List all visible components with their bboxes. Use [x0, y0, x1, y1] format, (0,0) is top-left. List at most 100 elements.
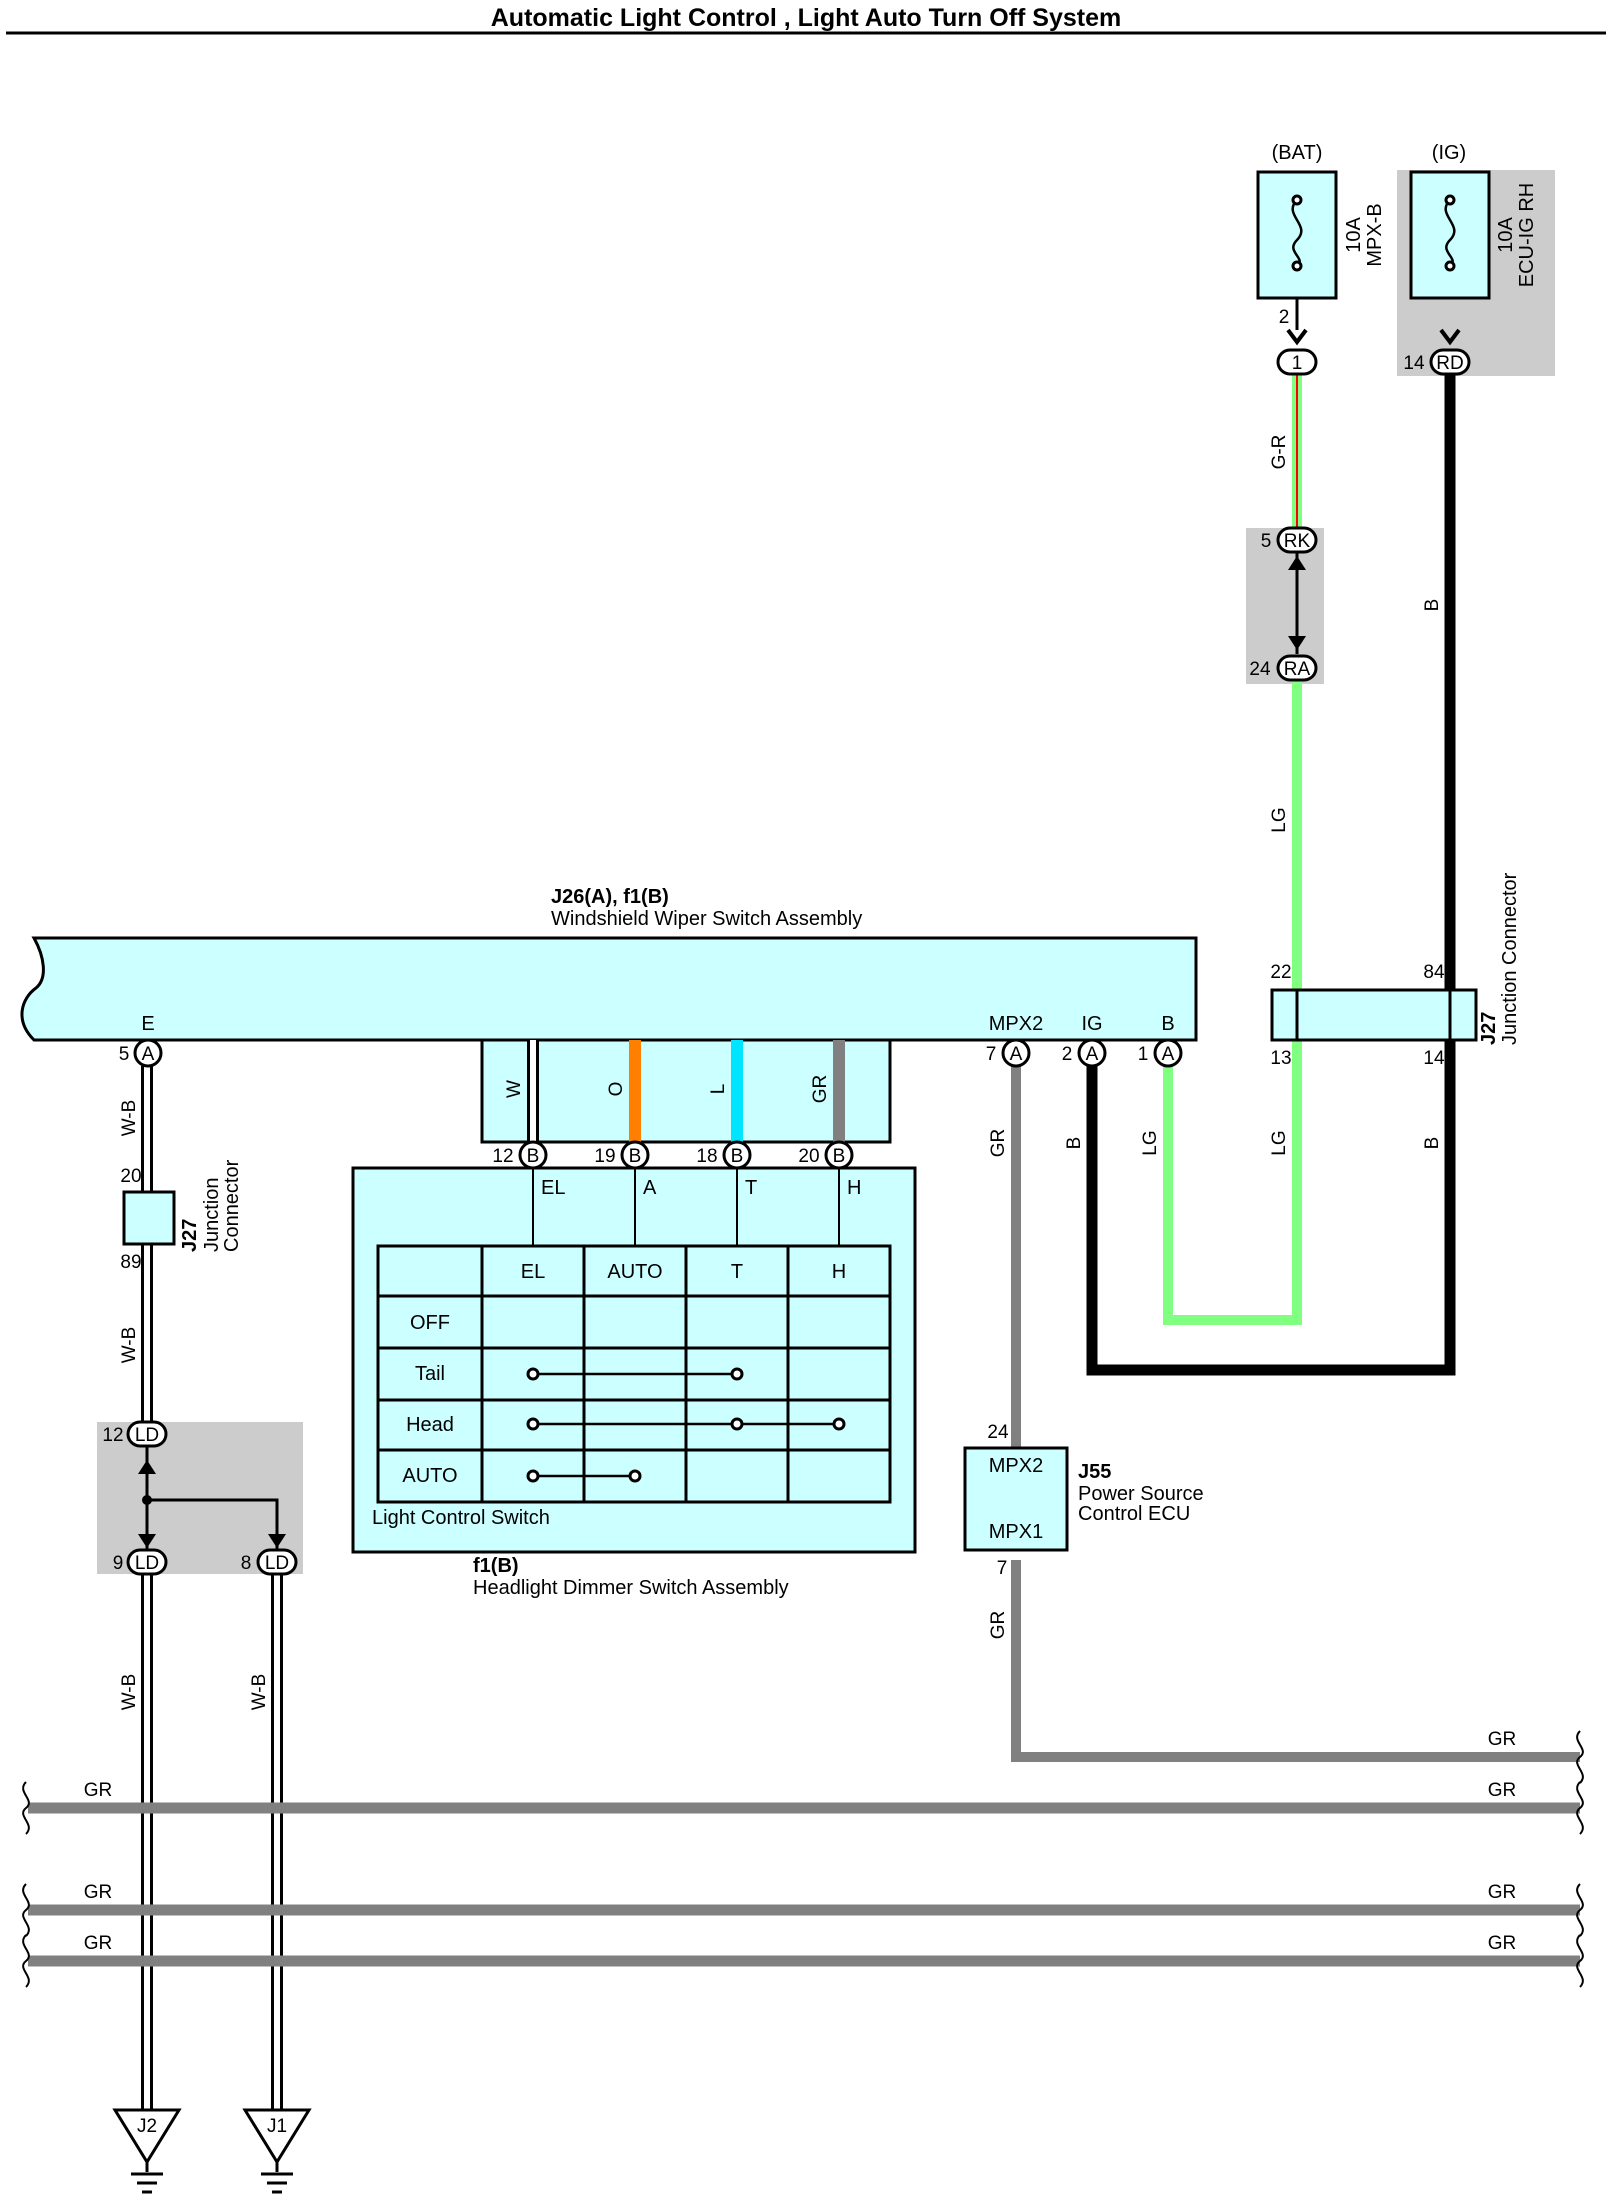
svg-text:18: 18	[696, 1146, 717, 1167]
inline-ra-pin	[1276, 654, 1318, 682]
wire-label-gr: GR	[988, 1611, 1009, 1640]
table-row-off: OFF	[410, 1312, 450, 1334]
wiper-terminal-mpx2: MPX2	[989, 1013, 1043, 1035]
ig-connector-pin	[1429, 348, 1471, 376]
j27-right-pin: 84	[1423, 962, 1445, 983]
wire-label-lg: LG	[1269, 807, 1290, 832]
table-row-tail: Tail	[415, 1363, 445, 1385]
j27-right-pin: 14	[1423, 1048, 1445, 1069]
wire-label-wb: W-B	[119, 1100, 140, 1137]
j55-pin-out: 7	[997, 1558, 1008, 1579]
wire-label-wb: W-B	[119, 1327, 140, 1364]
inline-rk-code: RK	[1284, 531, 1311, 552]
dimmer-terminal-lines	[532, 1168, 840, 1246]
wire-label-o: O	[606, 1082, 627, 1097]
bat-source-label: (BAT)	[1272, 142, 1323, 164]
svg-text:A: A	[1010, 1044, 1023, 1065]
svg-text:A: A	[1162, 1044, 1175, 1065]
wire-label-l: L	[708, 1084, 729, 1095]
wire-label-lg: LG	[1140, 1130, 1161, 1155]
svg-text:5: 5	[119, 1044, 130, 1065]
j27-left-pin-bottom: 89	[120, 1252, 141, 1273]
ig-fuse-terminal	[1444, 260, 1456, 272]
wire-gr-mpx1	[1011, 1560, 1580, 1762]
svg-text:12: 12	[492, 1146, 513, 1167]
j55-code: J55	[1078, 1461, 1111, 1483]
svg-text:B: B	[833, 1146, 846, 1167]
break-marks-right	[1576, 1730, 1584, 1988]
table-header-t: T	[731, 1261, 743, 1283]
bus-label-gr: GR	[1488, 1933, 1517, 1954]
bus-label-gr: GR	[1488, 1882, 1517, 1903]
bat-fuse-terminal	[1291, 194, 1303, 206]
dimmer-terminal-a: A	[643, 1177, 657, 1199]
wiper-sub-wires	[527, 1040, 845, 1142]
dimmer-assembly-name: Headlight Dimmer Switch Assembly	[473, 1577, 789, 1599]
dimmer-terminal-h: H	[847, 1177, 861, 1199]
wiper-terminal-e: E	[141, 1013, 154, 1035]
svg-text:10A: 10A	[1343, 217, 1365, 253]
inline-rk-number: 5	[1261, 531, 1272, 552]
wiper-a-pins: A 5 A 7 A 2 A 1	[119, 1038, 1183, 1068]
svg-text:A: A	[142, 1044, 155, 1065]
wire-label-b: B	[1064, 1137, 1085, 1150]
bus-label-gr: GR	[84, 1882, 113, 1903]
bat-fuse-rating: 10A MPX-B	[1343, 203, 1386, 266]
wiper-assembly-code: J26(A), f1(B)	[551, 886, 669, 908]
svg-text:ECU-IG RH: ECU-IG RH	[1516, 183, 1538, 287]
ground-j1-icon	[242, 2108, 312, 2194]
svg-text:B: B	[731, 1146, 744, 1167]
wire-label-lg: LG	[1269, 1130, 1290, 1155]
dimmer-b-pins: B 12 B 19 B 18 B 20	[492, 1140, 854, 1170]
j27-right-pin: 22	[1270, 962, 1291, 983]
j27-left-label: J27 Junction Connector	[179, 1159, 243, 1252]
j27-left-connector	[122, 1190, 176, 1246]
bus-label-gr: GR	[1488, 1729, 1517, 1750]
j55-name: Power Source	[1078, 1483, 1204, 1505]
ig-fuse-box	[1409, 170, 1491, 300]
wire-label-b: B	[1422, 1137, 1443, 1150]
wire-b-lower	[1086, 1040, 1456, 1376]
wiper-assembly-box	[20, 936, 1198, 1042]
gr-bus-lines	[28, 1802, 1580, 1967]
continuity-tail	[526, 1367, 744, 1381]
bat-connector-code: 1	[1292, 353, 1303, 374]
svg-text:Junction: Junction	[201, 1178, 223, 1253]
bat-fuse-pin: 2	[1279, 307, 1290, 328]
ld-left-code: LD	[135, 1553, 159, 1574]
j27-right-connector	[1270, 988, 1478, 1042]
ig-fuse-pin: 14	[1403, 353, 1425, 374]
j55-terminal-mpx1: MPX1	[989, 1521, 1043, 1543]
wire-label-gr: GR	[988, 1129, 1009, 1158]
arrow-icon	[1439, 328, 1461, 346]
ground-j2-icon	[112, 2108, 182, 2194]
svg-text:20: 20	[798, 1146, 819, 1167]
table-header-auto: AUTO	[607, 1261, 662, 1283]
bus-label-gr: GR	[84, 1933, 113, 1954]
dimmer-terminal-t: T	[745, 1177, 757, 1199]
ground-j1-label: J1	[267, 2116, 287, 2137]
arrow-icon	[1286, 328, 1308, 346]
wiper-terminal-b: B	[1161, 1013, 1174, 1035]
ld-right-code: LD	[265, 1553, 289, 1574]
svg-text:19: 19	[594, 1146, 615, 1167]
j55-pin-in: 24	[987, 1422, 1009, 1443]
j27-right-label: J27 Junction Connector	[1478, 872, 1521, 1045]
ground-j2-label: J2	[137, 2116, 157, 2137]
svg-text:A: A	[1086, 1044, 1099, 1065]
wiper-assembly-name: Windshield Wiper Switch Assembly	[551, 908, 862, 930]
continuity-head	[526, 1417, 846, 1431]
table-row-head: Head	[406, 1414, 454, 1436]
wiper-sub-box	[480, 1038, 892, 1144]
bat-fuse-box	[1256, 170, 1338, 300]
wire-label-gr-red: G-R	[1269, 435, 1290, 470]
ld-top-number: 12	[102, 1425, 123, 1446]
wire-label-wb: W-B	[119, 1674, 140, 1711]
ld-left-pin	[126, 1548, 168, 1576]
svg-text:B: B	[527, 1146, 540, 1167]
wire-label-w: W	[504, 1080, 525, 1098]
table-header-el: EL	[521, 1261, 545, 1283]
arrow-down-icon	[1288, 636, 1306, 650]
ig-fuse-terminal	[1444, 194, 1456, 206]
